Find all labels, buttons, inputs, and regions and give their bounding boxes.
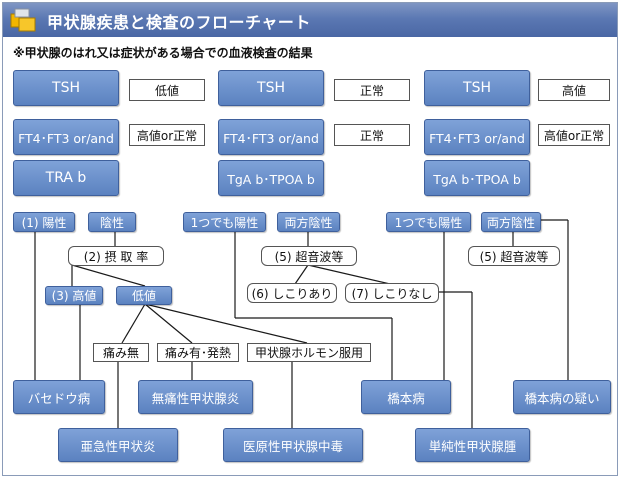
title-bar: 甲状腺疾患と検査のフローチャート [3,3,617,37]
right-negative-node: 両方陰性 [481,212,541,232]
right-positive-node: 1つでも陽性 [386,212,471,232]
right-ultrasound-node: (5) 超音波等 [468,246,560,266]
left-high-node: (3) 高値 [45,286,103,305]
middle-ultrasound-node: (5) 超音波等 [261,246,357,266]
folder-icon [10,8,36,32]
left-low-node: 低値 [116,286,172,305]
right-tsh-node: TSH [424,70,530,106]
page-title: 甲状腺疾患と検査のフローチャート [47,13,311,32]
middle-ft-result: 正常 [334,124,410,146]
right-ft-node: FT4･FT3 or/and [424,119,530,155]
left-test-node: TRA b [13,160,119,196]
dx-basedow: バセドウ病 [13,380,105,414]
right-ft-result: 高値or正常 [538,124,610,146]
middle-test-node: TgA b･TPOA b [218,160,324,196]
right-tsh-result: 高値 [538,79,610,101]
left-negative-node: 陰性 [88,212,136,232]
middle-positive-node: 1つでも陽性 [183,212,266,232]
branch-no-pain: 痛み無 [93,343,149,362]
dx-hashimoto-suspected: 橋本病の疑い [513,380,611,414]
dx-simple-goiter: 単純性甲状腺腫 [415,428,530,462]
left-positive-node: (1) 陽性 [13,212,75,232]
middle-tsh-node: TSH [218,70,324,106]
right-test-node: TgA b･TPOA b [424,160,530,196]
middle-tsh-result: 正常 [334,79,410,101]
left-ft-node: FT4･FT3 or/and [13,119,119,155]
connector-lines [34,219,569,428]
dx-iatrogenic-thyrotoxicosis: 医原性甲状腺中毒 [223,428,363,462]
middle-lump-yes: (6) しこりあり [247,283,337,303]
left-uptake-node: (2) 摂 取 率 [68,246,164,266]
dx-painless-thyroiditis: 無痛性甲状腺炎 [138,380,253,414]
left-ft-result: 高値or正常 [129,124,205,146]
branch-pain-fever: 痛み有･発熱 [157,343,239,362]
middle-lump-no: (7) しこりなし [345,283,439,303]
middle-ft-node: FT4･FT3 or/and [218,119,324,155]
middle-negative-node: 両方陰性 [277,212,340,232]
branch-hormone: 甲状腺ホルモン服用 [247,343,371,362]
note-text: ※甲状腺のはれ又は症状がある場合での血液検査の結果 [13,46,313,60]
dx-hashimoto: 橋本病 [361,380,451,414]
left-tsh-node: TSH [13,70,119,106]
left-tsh-result: 低値 [129,79,205,101]
dx-subacute-thyroiditis: 亜急性甲状炎 [58,428,178,462]
